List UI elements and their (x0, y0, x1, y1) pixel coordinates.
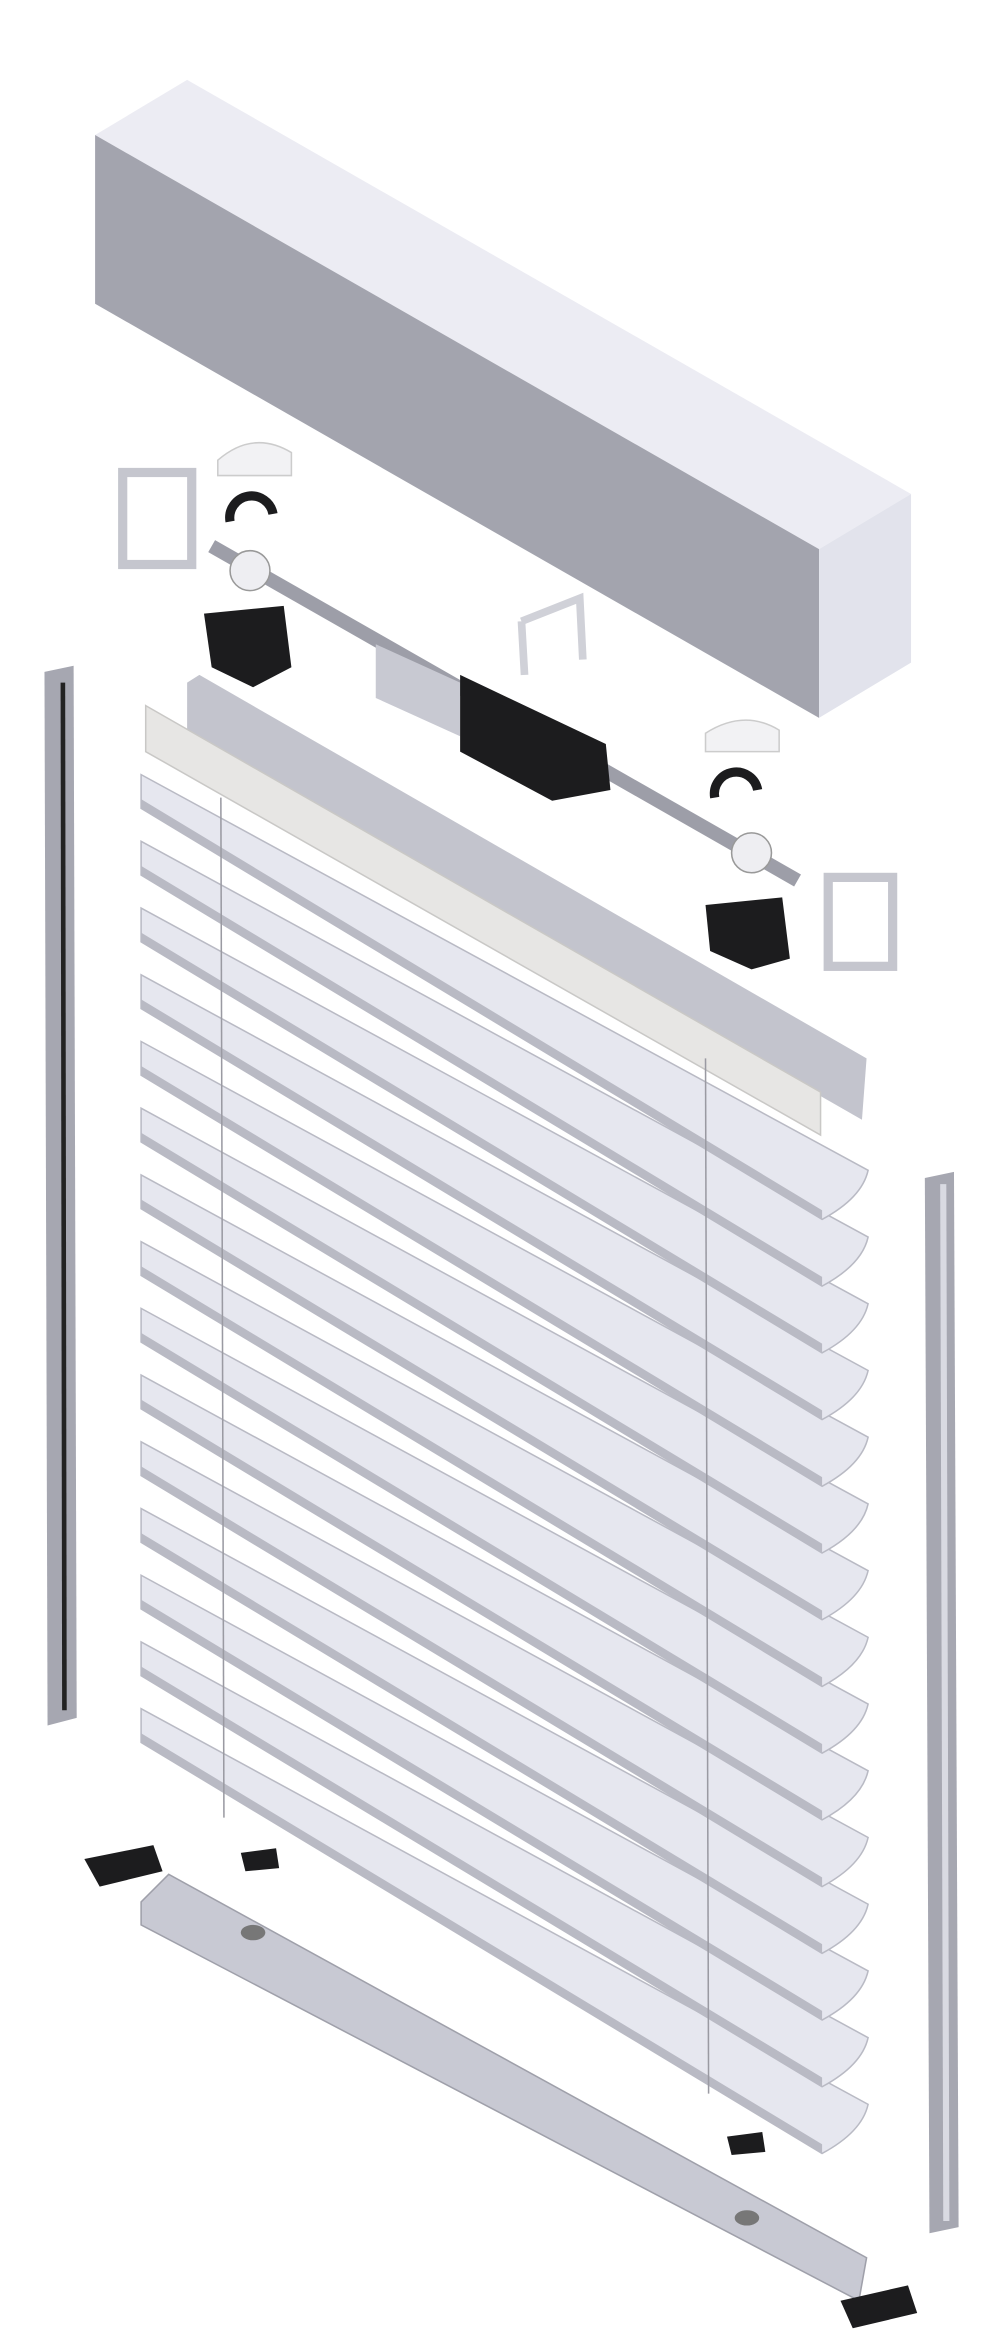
left-rail-groove (60, 682, 67, 1711)
bearing-holder-left (203, 605, 292, 688)
slat-shadow (141, 1199, 823, 1620)
slat-shadow (141, 1066, 823, 1487)
axle-pulley-right (730, 832, 773, 874)
top-rail-channel (187, 674, 867, 1120)
cord-lock-right (726, 2131, 766, 2155)
slat-shadow (141, 1466, 823, 1887)
bearing-holder-right (705, 897, 790, 970)
center-support-bracket (517, 592, 587, 676)
slat (140, 1240, 869, 1688)
mounting-bracket-right (823, 872, 898, 971)
head-box-top (95, 79, 912, 550)
slat-shadow (141, 1332, 823, 1754)
slat-stack (140, 773, 869, 2155)
slat-shadow (141, 1533, 823, 1954)
bottom-rail-assembly (84, 1845, 918, 2329)
slat-shadow (141, 865, 823, 1287)
brackets (118, 441, 898, 971)
slat (140, 973, 869, 1421)
slat-shadow (141, 932, 823, 1353)
slat-shadow (141, 1399, 823, 1820)
bearing-cap-right (704, 719, 780, 753)
end-cap-right (840, 2285, 918, 2329)
slat (140, 906, 869, 1354)
slat-shadow (141, 999, 823, 1420)
slat (140, 1573, 869, 2021)
slat (140, 1040, 869, 1488)
slat (140, 1507, 869, 1955)
slat-shadow (141, 1599, 823, 2021)
slat-shadow (141, 1266, 823, 1687)
head-box (95, 79, 912, 718)
ladder-cord-right (704, 1058, 710, 2094)
head-box-end (819, 493, 912, 718)
mounting-bracket-left (118, 467, 197, 570)
clip-left (225, 491, 278, 523)
axle-pulley-left (229, 549, 271, 592)
slat (140, 840, 869, 1288)
slat (140, 1307, 869, 1755)
slat-shadow (141, 1666, 823, 2087)
slat-shadow (141, 799, 823, 1220)
bottom-rail-hole-left (240, 1924, 266, 1941)
left-side-rail (44, 665, 77, 1726)
ladder-cords (220, 797, 710, 2094)
gear-housing (375, 644, 461, 737)
slat-shadow (141, 1132, 823, 1554)
bottom-rail (140, 1873, 868, 2302)
bearing-cap-left (217, 441, 293, 477)
right-rail-highlight (940, 1184, 950, 2221)
end-cap-left (84, 1845, 163, 1887)
slat (140, 1173, 869, 1621)
bottom-rail-hole-right (734, 2210, 760, 2226)
slat (140, 1440, 869, 1888)
top-rail (144, 674, 867, 1137)
head-box-front (95, 135, 820, 718)
drive-axle (208, 540, 801, 887)
slat (140, 773, 869, 1221)
side-rails (44, 665, 959, 2234)
ladder-cord-left (220, 797, 225, 1818)
motor-body (460, 674, 611, 801)
slat (140, 1707, 869, 2155)
clip-right (709, 767, 763, 799)
slat (140, 1373, 869, 1821)
slat (140, 1640, 869, 2088)
cord-lock-left (240, 1848, 280, 1872)
top-rail-cover-strip (144, 704, 822, 1137)
slat-shadow (141, 1733, 823, 2154)
slat (140, 1106, 869, 1554)
